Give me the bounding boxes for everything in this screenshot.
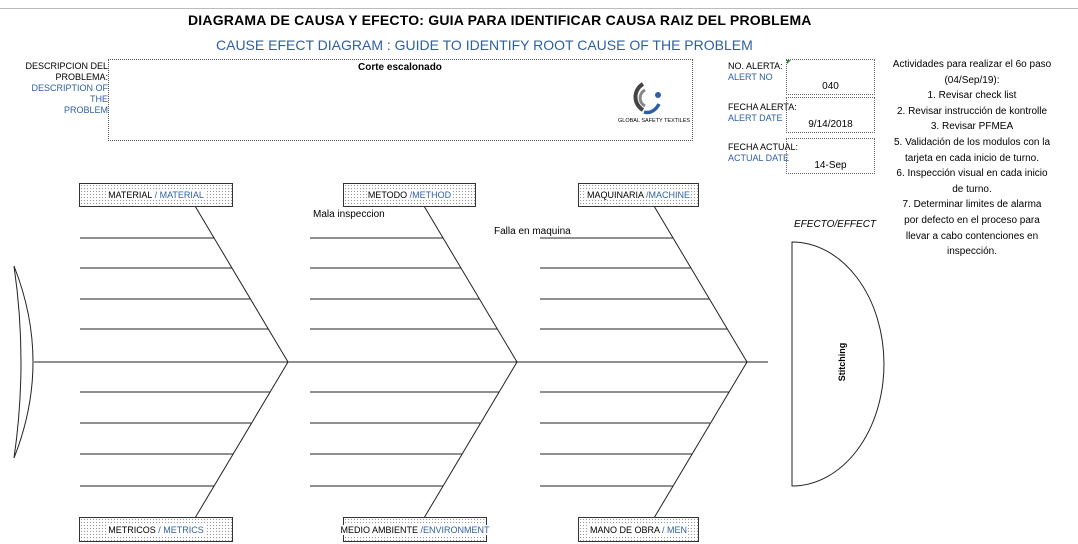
- activity-item-1: 1. Revisar check list: [927, 90, 1017, 102]
- actual-date-label-en: ACTUAL DATE: [728, 153, 790, 163]
- actual-date-label-es: FECHA ACTUAL:: [728, 142, 799, 152]
- problem-label-en-1: DESCRIPTION OF THE: [31, 83, 108, 104]
- effect-label: EFECTO/EFFECT: [794, 219, 877, 230]
- category-maquinaria: MAQUINARIA /MACHINE: [578, 183, 699, 207]
- cause-maquinaria-1[interactable]: Falla en maquina: [494, 226, 571, 237]
- activity-item-7a: 7. Determinar limites de alarma: [902, 199, 1042, 211]
- effect-value[interactable]: Stitching: [837, 342, 847, 382]
- alert-date-label: FECHA ALERTA: ALERT DATE: [728, 102, 797, 124]
- actual-date-field[interactable]: 14-Sep: [786, 138, 875, 174]
- category-metricos: METRICOS / METRICS: [79, 517, 233, 542]
- activity-item-3: 3. Revisar PFMEA: [930, 121, 1014, 133]
- category-metodo-en: /METHOD: [409, 190, 452, 200]
- problem-label-es-2: PROBLEMA: [55, 72, 106, 82]
- category-maquinaria-en: /MACHINE: [646, 190, 691, 200]
- alert-date-label-es: FECHA ALERTA:: [728, 102, 797, 112]
- top-rule: [0, 8, 1078, 9]
- gst-logo-icon: [633, 82, 661, 115]
- category-material-en: / MATERIAL: [154, 190, 204, 200]
- activity-item-6a: 6. Inspección visual en cada inicio: [896, 168, 1048, 180]
- activity-item-7b: por defecto en el proceso para: [904, 214, 1040, 226]
- logo: GLOBAL SAFETY TEXTILES: [614, 80, 694, 128]
- problem-value[interactable]: Corte escalonado: [358, 62, 442, 73]
- problem-box: [108, 59, 693, 141]
- category-metricos-es: METRICOS: [108, 524, 156, 535]
- alert-date-field[interactable]: 9/14/2018: [786, 97, 875, 133]
- category-metricos-en: / METRICS: [158, 524, 204, 535]
- problem-label-en-2: PROBLEM: [63, 105, 108, 115]
- alert-no-field[interactable]: 040: [786, 59, 875, 95]
- logo-text: GLOBAL SAFETY TEXTILES: [618, 118, 691, 124]
- alert-no-label-es: NO. ALERTA:: [728, 61, 783, 71]
- activity-item-5b: tarjeta en cada inicio de turno.: [905, 152, 1039, 164]
- green-marker-icon: [787, 60, 791, 64]
- activity-item-7c: llevar a cabo contenciones en: [905, 230, 1039, 242]
- alert-no-label: NO. ALERTA: ALERT NO: [728, 61, 783, 83]
- activity-item-2: 2. Revisar instrucción de kontrolle: [896, 105, 1048, 117]
- activity-item-7d: inspección.: [946, 246, 998, 258]
- category-material-es: MATERIAL: [108, 190, 153, 200]
- category-maquinaria-es: MAQUINARIA: [586, 190, 644, 200]
- fish-tail: [13, 265, 34, 459]
- category-medio-es: MEDIO AMBIENTE: [340, 524, 418, 535]
- actual-date-value: 14-Sep: [814, 160, 847, 171]
- cause-metodo-1[interactable]: Mala inspeccion: [313, 209, 385, 220]
- category-mano-de-obra: MANO DE OBRA / MEN: [578, 517, 699, 542]
- category-metodo-es: METODO: [367, 190, 408, 200]
- actual-date-label: FECHA ACTUAL: ACTUAL DATE: [728, 142, 798, 164]
- category-mano-en: / MEN: [662, 524, 688, 535]
- problem-label-es-1: DESCRIPCION DEL: [25, 61, 108, 71]
- category-mano-es: MANO DE OBRA: [589, 524, 660, 535]
- category-medio-ambiente: MEDIO AMBIENTE /ENVIRONMENT: [339, 517, 491, 542]
- alert-no-label-en: ALERT NO: [728, 72, 773, 82]
- title-english: CAUSE EFECT DIAGRAM : GUIDE TO IDENTIFY …: [216, 37, 753, 53]
- activities-header-2: (04/Sep/19):: [944, 74, 1000, 86]
- activity-item-5a: 5. Validación de los modulos con la: [893, 136, 1051, 148]
- title-spanish: DIAGRAMA DE CAUSA Y EFECTO: GUIA PARA ID…: [188, 12, 812, 28]
- category-material: MATERIAL / MATERIAL: [79, 183, 233, 207]
- category-metodo: METODO /METHOD: [343, 183, 476, 207]
- alert-no-value: 040: [822, 81, 839, 92]
- fish-head: [791, 241, 885, 487]
- category-medio-en: /ENVIRONMENT: [420, 524, 490, 535]
- activity-item-6b: de turno.: [952, 183, 992, 195]
- activities-list: Actividades para realizar el 6o paso (04…: [886, 57, 1058, 260]
- alert-date-value: 9/14/2018: [808, 119, 853, 130]
- activities-header-1: Actividades para realizar el 6o paso: [892, 59, 1052, 70]
- problem-label: DESCRIPCION DEL PROBLEMA: DESCRIPTION OF…: [20, 61, 108, 116]
- alert-date-label-en: ALERT DATE: [728, 113, 783, 123]
